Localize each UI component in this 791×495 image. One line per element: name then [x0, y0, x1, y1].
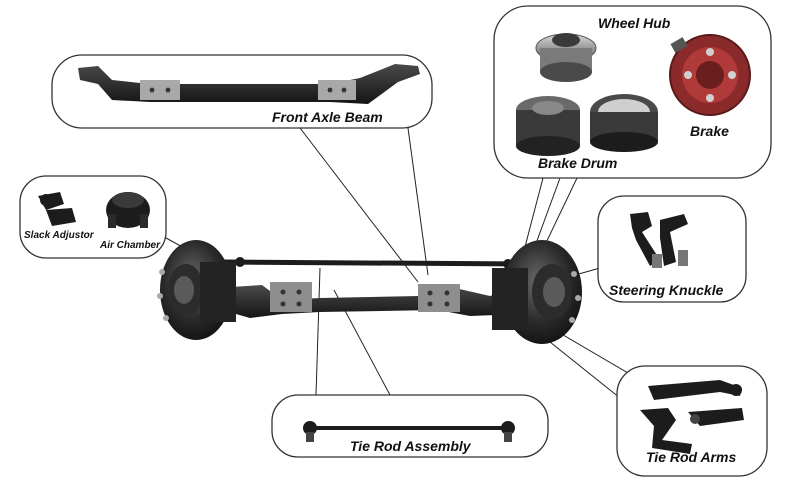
label-wheel-hub: Wheel Hub	[598, 15, 671, 31]
steering-knuckle-thumbnail	[630, 212, 688, 268]
callout-wheel-hub-brake: Wheel Hub Brake Brake Drum	[493, 5, 772, 179]
main-right-brake-drum	[492, 240, 582, 344]
wheel-hub-thumbnail	[535, 33, 597, 82]
label-air-chamber: Air Chamber	[99, 240, 161, 251]
beam-spring-pad-left	[140, 80, 180, 100]
brake-drum-thumbnail-2	[590, 94, 658, 152]
main-tie-rod	[221, 257, 523, 269]
callout-front-axle-beam: Front Axle Beam	[51, 54, 433, 129]
brake-drum-thumbnail-1	[516, 96, 580, 156]
main-spring-pad-right	[418, 284, 460, 312]
label-tie-rod-assembly: Tie Rod Assembly	[350, 438, 472, 454]
callout-steering-knuckle: Steering Knuckle	[597, 195, 747, 303]
tie-rod-arms-thumbnail	[640, 380, 744, 454]
slack-adjustor-thumbnail	[38, 192, 76, 226]
label-slack-adjustor: Slack Adjustor	[24, 230, 95, 241]
main-spring-pad-left	[270, 282, 312, 312]
callout-tie-rod-arms: Tie Rod Arms	[616, 365, 768, 477]
brake-thumbnail	[669, 34, 751, 116]
main-axle-beam	[215, 282, 540, 318]
main-left-brake-drum	[157, 240, 236, 340]
label-tie-rod-arms: Tie Rod Arms	[646, 449, 736, 465]
main-axle-assembly	[157, 240, 582, 344]
callout-slack-air: Slack Adjustor Air Chamber	[19, 175, 167, 259]
callout-tie-rod-assembly: Tie Rod Assembly	[271, 394, 549, 458]
air-chamber-thumbnail	[106, 192, 150, 228]
label-steering-knuckle: Steering Knuckle	[609, 282, 724, 298]
tie-rod-assembly-thumbnail	[303, 421, 515, 442]
leader-tierod-left	[315, 267, 321, 396]
leader-beam-left	[299, 127, 419, 283]
label-brake: Brake	[690, 123, 729, 139]
label-front-axle-beam: Front Axle Beam	[272, 109, 383, 125]
leader-beam-right	[407, 127, 429, 276]
label-brake-drum: Brake Drum	[538, 155, 617, 171]
beam-spring-pad-right	[318, 80, 356, 100]
